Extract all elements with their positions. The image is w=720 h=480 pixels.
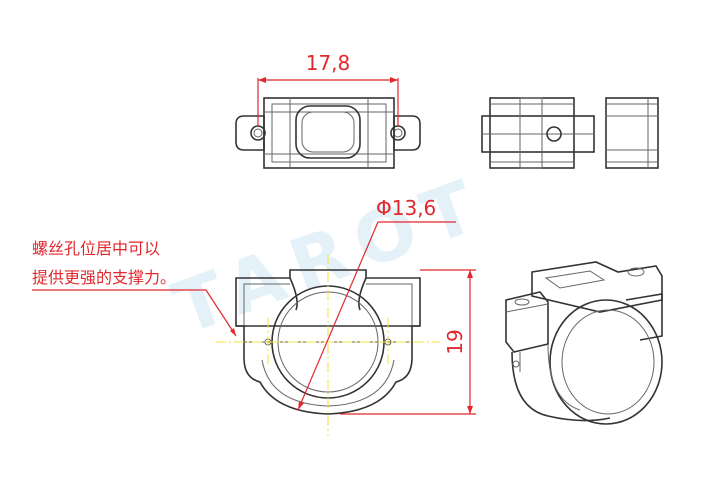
side-view — [481, 97, 659, 169]
top-view — [235, 97, 421, 169]
watermark: TAROT — [163, 161, 497, 351]
height-dimension-label: 19 — [443, 329, 467, 354]
diameter-dimension: Φ13,6 — [297, 196, 456, 411]
height-dimension: 19 — [340, 269, 476, 415]
note-line-2: 提供更强的支撑力。 — [32, 268, 176, 287]
note-line-1: 螺丝孔位居中可以 — [32, 239, 160, 258]
diameter-dimension-label: Φ13,6 — [376, 196, 436, 220]
isometric-view — [505, 261, 663, 425]
front-view — [216, 254, 440, 436]
width-dimension: 17,8 — [257, 51, 399, 126]
width-dimension-label: 17,8 — [306, 51, 351, 75]
note-callout: 螺丝孔位居中可以 提供更强的支撑力。 — [32, 239, 237, 337]
